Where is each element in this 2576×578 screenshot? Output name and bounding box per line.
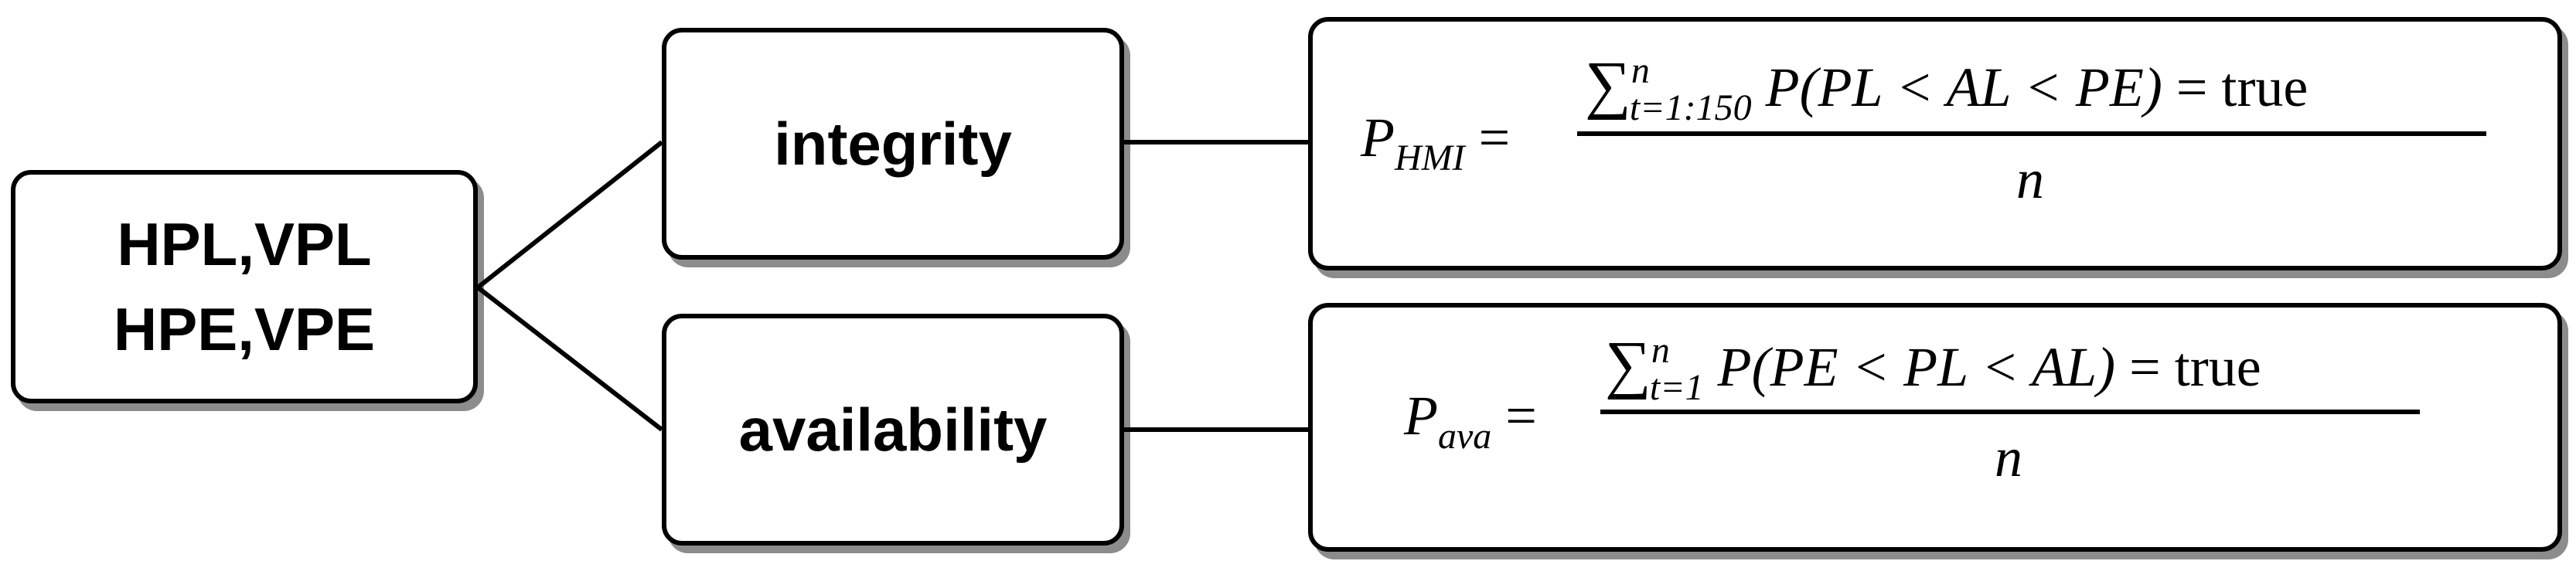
availability-formula-numerator: ∑nt=1 P(PE < PL < AL) = true [1605, 328, 2261, 408]
availability-node-label: availability [738, 396, 1048, 464]
root-node: HPL,VPL HPE,VPE [11, 170, 478, 403]
availability-node: availability [662, 314, 1124, 546]
integrity-formula-lhs: PHMI = [1361, 107, 1511, 178]
integrity-fraction-bar [1577, 131, 2486, 136]
integrity-formula-box: PHMI = ∑nt=1:150 P(PL < AL < PE) = true … [1308, 17, 2562, 270]
availability-fraction-bar [1600, 410, 2420, 414]
root-node-line2: HPE,VPE [113, 295, 376, 363]
edge-root-availability [476, 285, 663, 432]
integrity-formula-numerator: ∑nt=1:150 P(PL < AL < PE) = true [1585, 49, 2309, 128]
integrity-formula-denominator: n [2016, 148, 2044, 210]
root-node-line1: HPL,VPL [117, 210, 372, 278]
edge-root-integrity [476, 140, 663, 290]
availability-formula-denominator: n [1995, 427, 2022, 488]
availability-formula-box: Pava = ∑nt=1 P(PE < PL < AL) = true n [1308, 303, 2562, 552]
integrity-node: integrity [662, 28, 1124, 260]
availability-formula-lhs: Pava = [1404, 385, 1537, 457]
integrity-node-label: integrity [774, 110, 1012, 178]
